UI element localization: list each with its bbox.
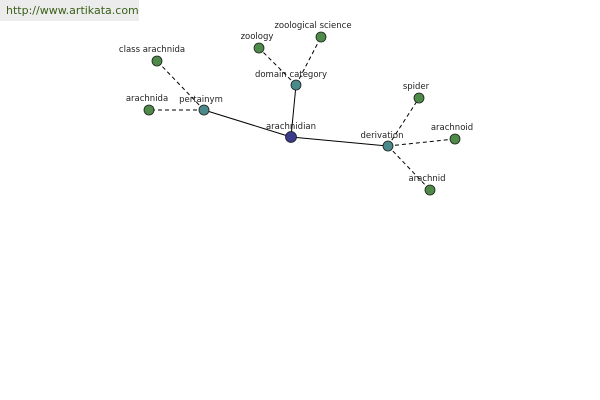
node-arachnidian[interactable]: arachnidian — [266, 122, 316, 143]
node-arachnid-dot[interactable] — [424, 184, 436, 196]
node-arachnida-dot[interactable] — [143, 104, 155, 116]
edge-domain-category-zoological-science — [295, 36, 322, 86]
node-domain-category[interactable]: domain category — [255, 70, 327, 91]
node-arachnida[interactable]: arachnida — [126, 94, 168, 116]
node-pertainym-dot[interactable] — [198, 104, 210, 116]
node-zoological-science-label[interactable]: zoological science — [274, 21, 351, 31]
node-arachnida-label[interactable]: arachnida — [126, 94, 168, 104]
edge-derivation-spider — [387, 97, 420, 147]
edge-center-pertainym — [203, 109, 292, 138]
node-derivation-dot[interactable] — [382, 140, 394, 152]
edge-center-domain-category — [290, 84, 297, 138]
node-zoological-science[interactable]: zoological science — [274, 21, 352, 43]
node-arachnoid-label[interactable]: arachnoid — [431, 123, 473, 133]
node-class-arachnida-dot[interactable] — [151, 55, 163, 67]
node-arachnoid[interactable]: arachnoid — [431, 123, 473, 145]
graph-edges — [149, 36, 456, 191]
edge-pertainym-class-arachnida — [156, 60, 205, 111]
node-spider[interactable]: spider — [403, 82, 430, 104]
edge-derivation-arachnoid — [387, 138, 456, 147]
node-derivation[interactable]: derivation — [360, 131, 404, 152]
node-arachnoid-dot[interactable] — [449, 133, 461, 145]
graph-nodes: arachnidian pertainym domain category de… — [119, 21, 473, 196]
node-spider-dot[interactable] — [413, 92, 425, 104]
artikata-link[interactable]: http://www.artikata.com — [0, 0, 139, 21]
node-domain-category-dot[interactable] — [290, 79, 302, 91]
edge-domain-category-zoology — [258, 47, 297, 86]
node-zoological-science-dot[interactable] — [315, 31, 327, 43]
node-arachnid[interactable]: arachnid — [408, 174, 446, 196]
node-pertainym-label[interactable]: pertainym — [179, 95, 223, 105]
node-class-arachnida[interactable]: class arachnida — [119, 45, 185, 67]
node-zoology-dot[interactable] — [253, 42, 265, 54]
node-class-arachnida-label[interactable]: class arachnida — [119, 45, 185, 55]
node-spider-label[interactable]: spider — [403, 82, 430, 92]
node-arachnid-label[interactable]: arachnid — [408, 174, 445, 184]
edge-derivation-arachnid — [387, 145, 431, 191]
node-domain-category-label[interactable]: domain category — [255, 70, 327, 80]
edge-center-derivation — [290, 136, 389, 147]
node-derivation-label[interactable]: derivation — [360, 131, 403, 141]
node-zoology[interactable]: zoology — [241, 32, 274, 54]
node-zoology-label[interactable]: zoology — [241, 32, 274, 42]
node-pertainym[interactable]: pertainym — [179, 95, 223, 116]
node-arachnidian-dot[interactable] — [285, 131, 297, 143]
node-arachnidian-label[interactable]: arachnidian — [266, 122, 316, 132]
